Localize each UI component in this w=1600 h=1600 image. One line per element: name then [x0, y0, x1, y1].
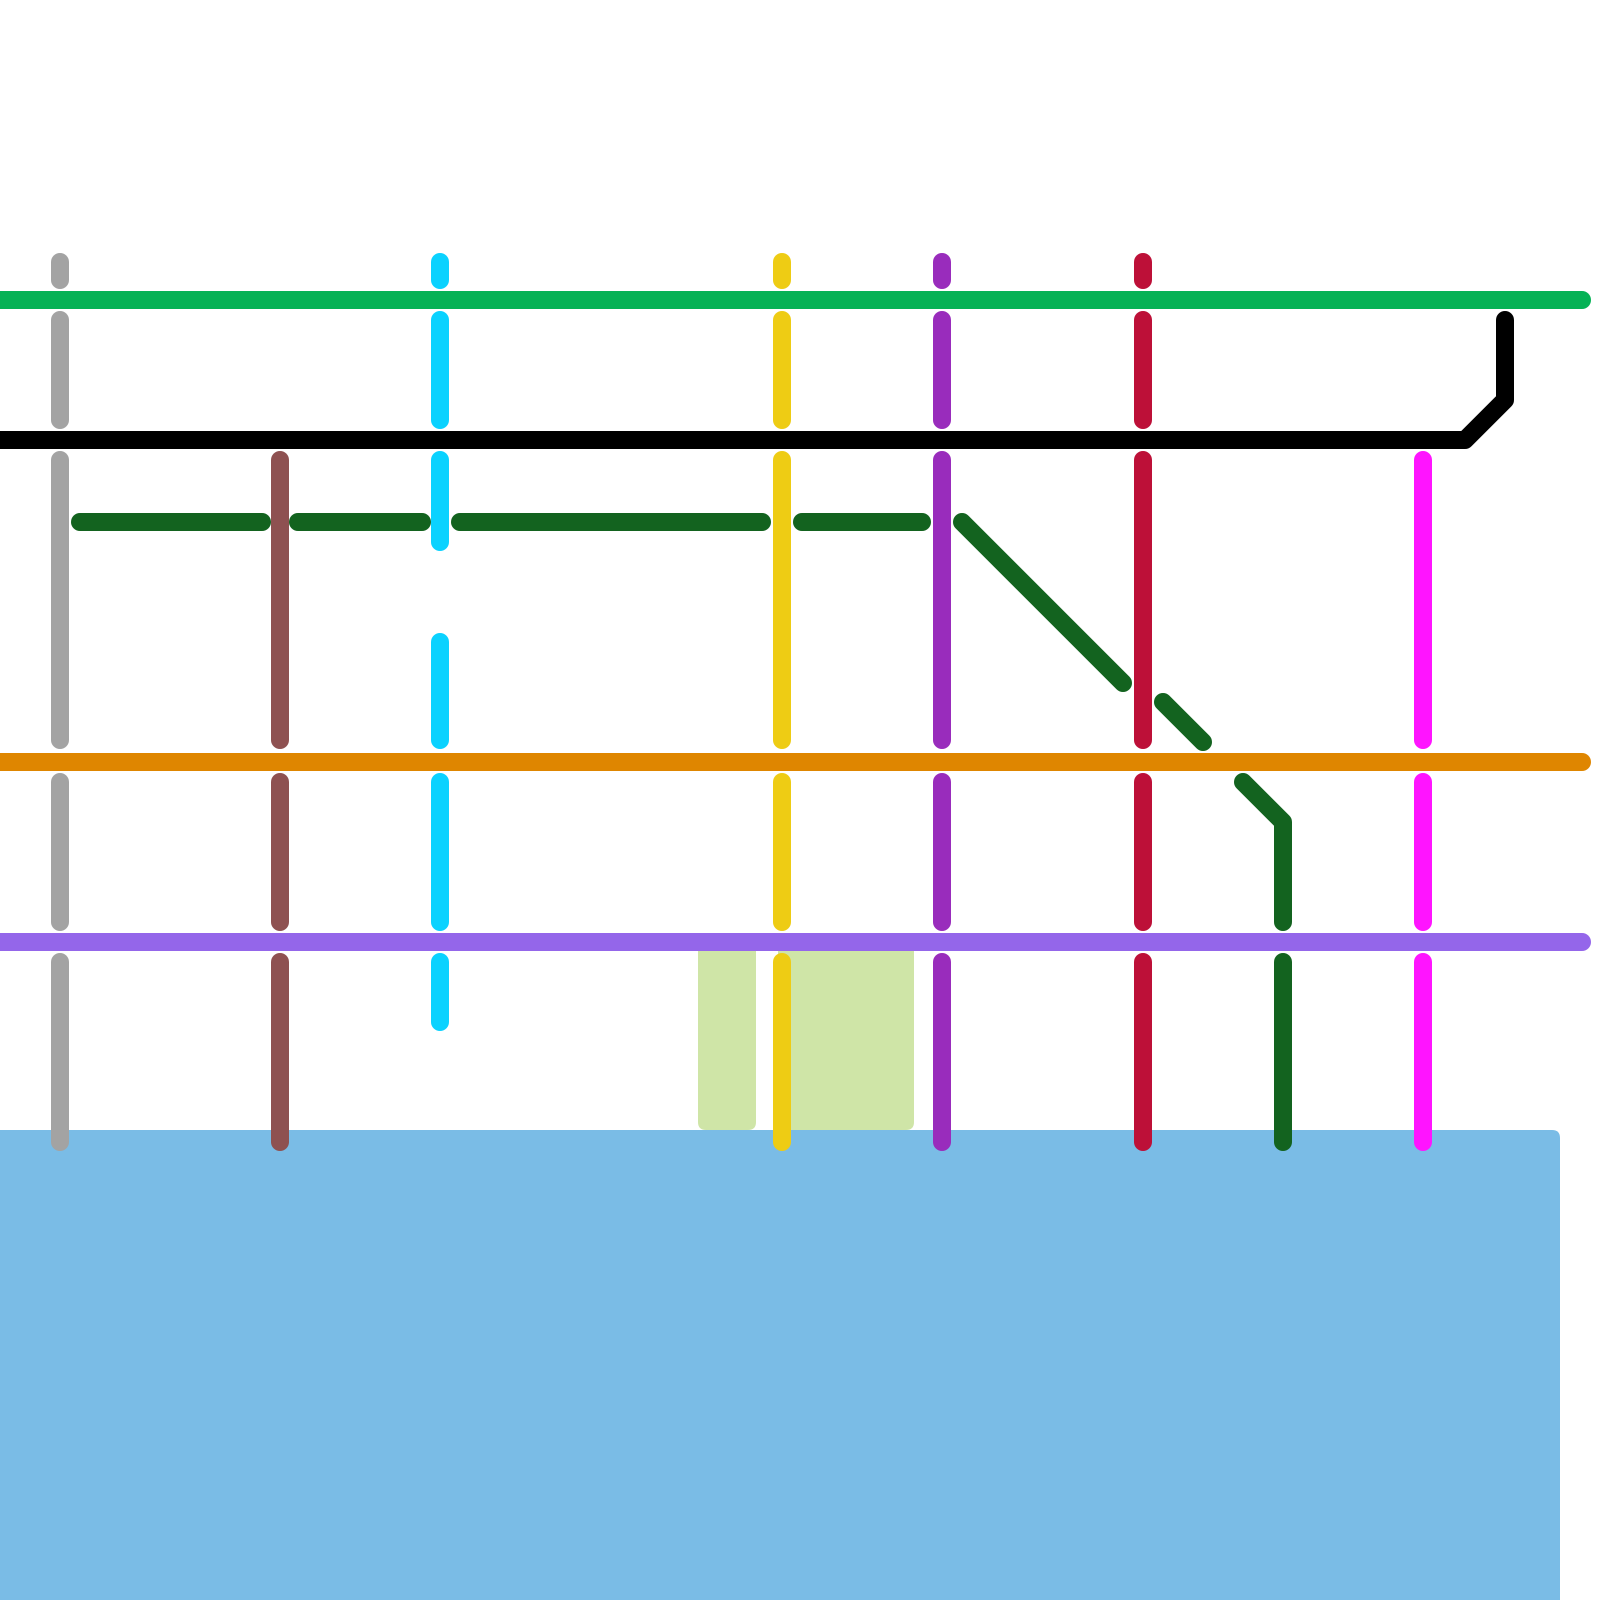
dark-green-line-segment	[953, 513, 1132, 692]
area-layer	[0, 940, 1560, 1600]
water-body	[0, 1130, 1560, 1600]
dark-green-line-segment	[1154, 693, 1212, 751]
park-area	[698, 940, 756, 1130]
black-line-segment	[0, 311, 1514, 449]
park-area	[778, 940, 914, 1130]
line-layer	[0, 253, 1591, 1151]
dark-green-line-segment	[1234, 773, 1292, 931]
